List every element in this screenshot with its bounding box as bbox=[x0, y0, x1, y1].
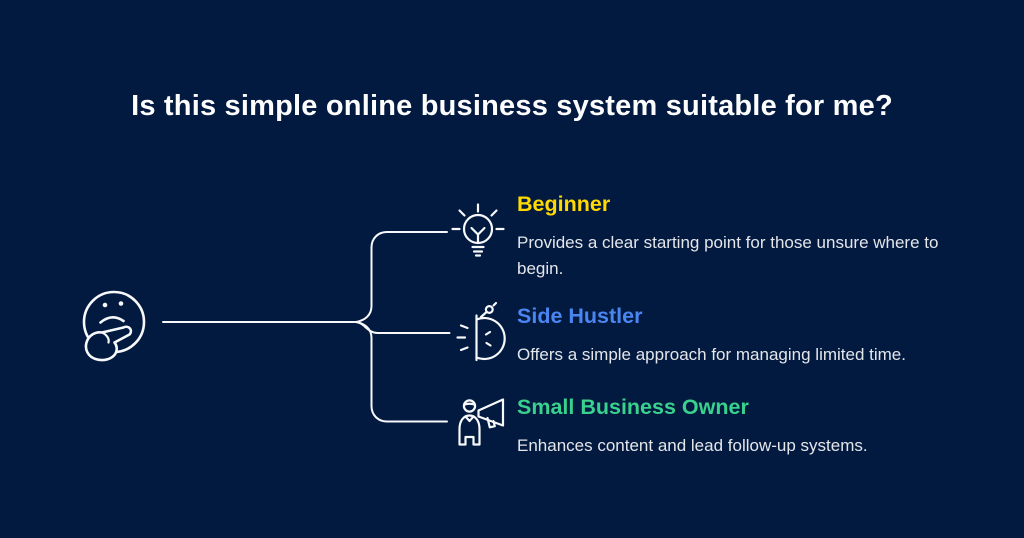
branch-item-small-business-owner: Small Business Owner Enhances content an… bbox=[517, 395, 979, 459]
page-title: Is this simple online business system su… bbox=[131, 90, 893, 122]
connector-lines bbox=[162, 231, 451, 423]
branch-label: Beginner bbox=[517, 192, 611, 216]
branch-description: Enhances content and lead follow-up syst… bbox=[517, 435, 868, 455]
branch-label: Small Business Owner bbox=[517, 395, 749, 419]
branch-item-beginner: Beginner Provides a clear starting point… bbox=[517, 192, 979, 282]
branch-description: Offers a simple approach for managing li… bbox=[517, 344, 906, 364]
lightbulb-icon bbox=[451, 203, 505, 257]
branch-item-side-hustler: Side Hustler Offers a simple approach fo… bbox=[517, 304, 979, 368]
megaphone-person-icon bbox=[458, 398, 505, 446]
thinking-face-icon bbox=[82, 290, 146, 362]
branch-label: Side Hustler bbox=[517, 304, 643, 328]
branch-description: Provides a clear starting point for thos… bbox=[517, 232, 939, 279]
stopwatch-icon bbox=[456, 301, 506, 362]
